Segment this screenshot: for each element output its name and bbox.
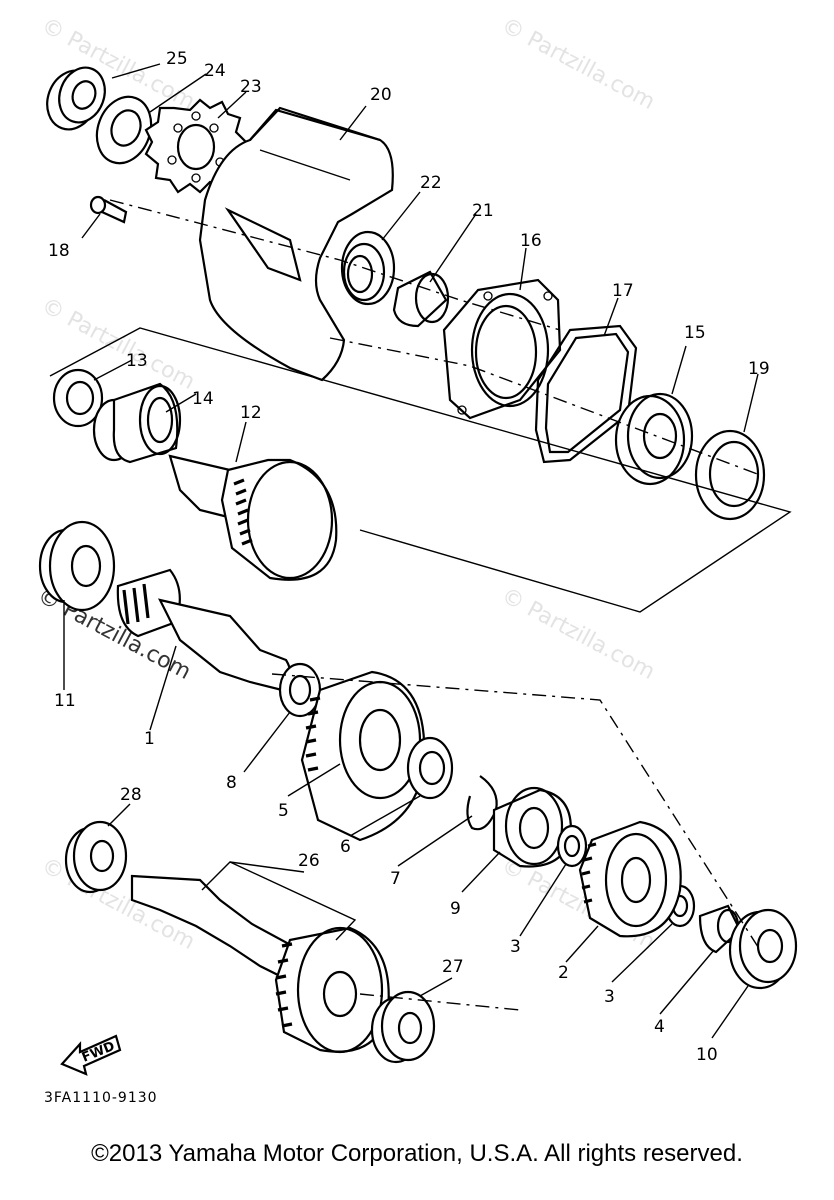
callout-9: 9 xyxy=(450,899,461,919)
callout-23: 23 xyxy=(240,77,262,97)
part-14-needle-bearing xyxy=(92,382,182,464)
callout-17: 17 xyxy=(612,281,634,301)
part-12-drive-gear xyxy=(168,454,338,581)
callout-16: 16 xyxy=(520,231,542,251)
part-17-gasket xyxy=(534,324,638,464)
callout-labels: 1 2 3 3 4 5 6 7 8 9 10 11 12 13 14 15 16… xyxy=(48,49,770,1065)
callout-4: 4 xyxy=(654,1017,665,1037)
watermark: © Partzilla.com xyxy=(497,583,659,685)
callout-14: 14 xyxy=(192,389,214,409)
callout-24: 24 xyxy=(204,61,226,81)
fwd-arrow: FWD xyxy=(60,1034,122,1076)
callout-3: 3 xyxy=(604,987,615,1007)
part-28-bearing xyxy=(64,820,128,894)
callout-8: 8 xyxy=(226,773,237,793)
callout-25: 25 xyxy=(166,49,188,69)
part-18-bolt xyxy=(89,195,128,224)
callout-12: 12 xyxy=(240,403,262,423)
part-19-plate xyxy=(694,429,766,521)
part-1-main-axle xyxy=(116,568,292,692)
part-6-washer xyxy=(406,736,454,800)
part-7-circlip xyxy=(466,775,498,831)
callout-15: 15 xyxy=(684,323,706,343)
callout-21: 21 xyxy=(472,201,494,221)
callout-3: 3 xyxy=(510,937,521,957)
part-8-washer xyxy=(278,662,322,718)
part-22-oil-seal xyxy=(340,230,396,306)
part-2-gear xyxy=(578,820,682,938)
callout-2: 2 xyxy=(558,963,569,983)
part-20-housing xyxy=(198,106,394,382)
part-15-bearing xyxy=(614,392,694,486)
part-26-secondary-shaft xyxy=(130,874,390,1054)
callout-7: 7 xyxy=(390,869,401,889)
part-25-nut xyxy=(46,66,106,131)
part-5-gear xyxy=(300,670,426,842)
callout-18: 18 xyxy=(48,241,70,261)
part-11-bearing xyxy=(38,520,116,612)
part-16-bearing-housing xyxy=(442,278,562,420)
assembly-lines xyxy=(49,199,792,1011)
part-21-collar xyxy=(392,270,450,328)
callout-1: 1 xyxy=(144,729,155,749)
part-24-lock-washer xyxy=(95,95,153,165)
callout-28: 28 xyxy=(120,785,142,805)
copyright-notice: ©2013 Yamaha Motor Corporation, U.S.A. A… xyxy=(91,1140,743,1167)
callout-10: 10 xyxy=(696,1045,718,1065)
callout-22: 22 xyxy=(420,173,442,193)
watermark: © Partzilla.com xyxy=(497,13,659,115)
leader-lines xyxy=(63,63,759,1039)
callout-11: 11 xyxy=(54,691,76,711)
part-3-washer-a xyxy=(556,824,588,868)
part-10-bearing xyxy=(728,908,798,990)
part-13-washer xyxy=(52,368,104,428)
callout-13: 13 xyxy=(126,351,148,371)
callout-6: 6 xyxy=(340,837,351,857)
diagram-code: 3FA1110-9130 xyxy=(44,1090,158,1106)
callout-19: 19 xyxy=(748,359,770,379)
callout-20: 20 xyxy=(370,85,392,105)
callout-27: 27 xyxy=(442,957,464,977)
callout-26: 26 xyxy=(298,851,320,871)
part-27-bearing xyxy=(370,990,436,1064)
callout-5: 5 xyxy=(278,801,289,821)
